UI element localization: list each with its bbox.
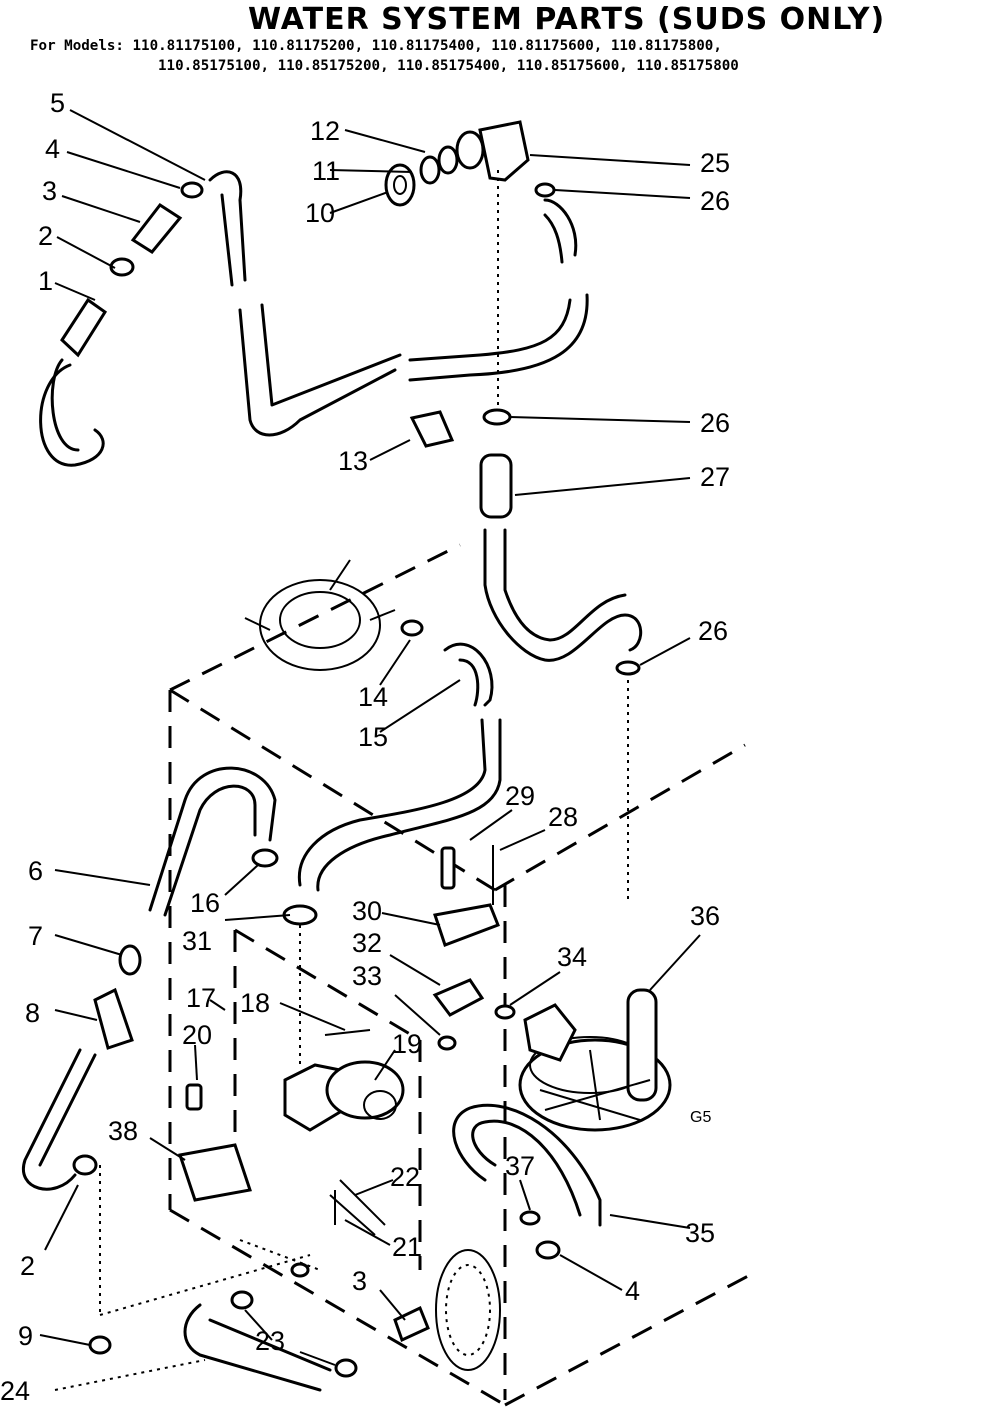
- callout-20: 20: [182, 1020, 212, 1050]
- callout-17: 17: [186, 983, 216, 1013]
- callout-2: 2: [20, 1251, 35, 1281]
- callout-13: 13: [338, 446, 368, 476]
- callout-32: 32: [352, 928, 382, 958]
- callout-31: 31: [182, 926, 212, 956]
- callout-37: 37: [505, 1151, 535, 1181]
- callout-26: 26: [700, 408, 730, 438]
- bottom-hose: [88, 1262, 430, 1392]
- callout-35: 35: [685, 1218, 715, 1248]
- callout-26: 26: [698, 616, 728, 646]
- callout-30: 30: [352, 896, 382, 926]
- callout-2: 2: [38, 221, 53, 251]
- leader-lines: [39, 109, 701, 1391]
- callout-34: 34: [557, 942, 587, 972]
- callout-26: 26: [700, 186, 730, 216]
- callout-21: 21: [392, 1232, 422, 1262]
- callout-18: 18: [240, 988, 270, 1018]
- right-hose-assembly: [479, 170, 643, 900]
- callout-3: 3: [352, 1266, 367, 1296]
- models-line-2: 110.85175100, 110.85175200, 110.85175400…: [158, 58, 739, 74]
- callout-labels: 5 4 3 2 1 12 11 10 13 25 26 26 27 26 14 …: [0, 88, 730, 1406]
- models-prefix: For Models:: [30, 38, 124, 54]
- callout-28: 28: [548, 802, 578, 832]
- callout-9: 9: [18, 1321, 33, 1351]
- callout-10: 10: [305, 198, 335, 228]
- callout-24: 24: [0, 1376, 30, 1406]
- hoses-6-15: [148, 718, 502, 917]
- callout-29: 29: [505, 781, 535, 811]
- pump-sketch: [244, 559, 494, 707]
- diagram-title: WATER SYSTEM PARTS (SUDS ONLY): [248, 2, 886, 37]
- callout-23: 23: [255, 1326, 285, 1356]
- callout-3: 3: [42, 176, 57, 206]
- callout-14: 14: [358, 682, 388, 712]
- callout-38: 38: [108, 1116, 138, 1146]
- callout-8: 8: [25, 998, 40, 1028]
- callout-27: 27: [700, 462, 730, 492]
- model-list: For Models: 110.81175100, 110.81175200, …: [30, 36, 739, 76]
- callout-19: 19: [392, 1029, 422, 1059]
- hose-assembly-left: [39, 170, 247, 467]
- callout-15: 15: [358, 722, 388, 752]
- callout-4: 4: [625, 1276, 640, 1306]
- callout-6: 6: [28, 856, 43, 886]
- callout-25: 25: [700, 148, 730, 178]
- callout-11: 11: [312, 156, 340, 186]
- mixing-valve: [178, 904, 405, 1236]
- lower-left-hoses: [21, 944, 142, 1191]
- cabinet-outline: [99, 543, 751, 1407]
- clamp-13: [409, 410, 455, 448]
- callout-22: 22: [390, 1162, 420, 1192]
- callout-5: 5: [50, 88, 65, 118]
- callout-1: 1: [38, 266, 53, 296]
- callout-12: 12: [310, 116, 340, 146]
- callout-7: 7: [28, 921, 43, 951]
- callout-16: 16: [190, 888, 220, 918]
- callout-4: 4: [45, 134, 60, 164]
- callout-33: 33: [352, 961, 382, 991]
- callout-36: 36: [690, 901, 720, 931]
- inlet-fitting-top: [384, 120, 556, 207]
- diagram-code: G5: [690, 1109, 711, 1126]
- hose-long-upper: [238, 198, 589, 437]
- models-line-1: 110.81175100, 110.81175200, 110.81175400…: [132, 38, 722, 54]
- right-lower-parts: [432, 845, 672, 1371]
